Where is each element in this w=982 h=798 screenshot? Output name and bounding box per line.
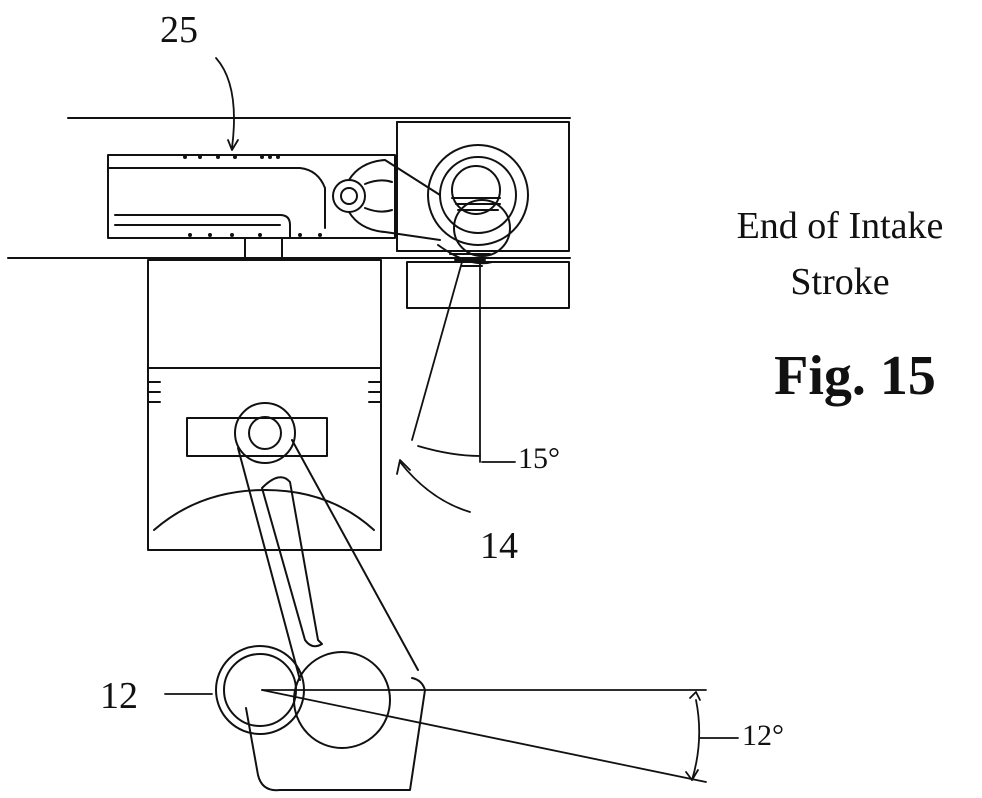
figure-label: Fig. 15 — [774, 345, 936, 407]
rotary-valve — [427, 144, 529, 267]
connecting-rod — [234, 402, 426, 792]
slide-dots — [183, 155, 322, 237]
angle-15-construction — [411, 261, 481, 463]
piston — [147, 259, 382, 551]
leader-lines — [164, 57, 739, 739]
caption-line-1: End of Intake — [737, 205, 944, 247]
caption-line-2: Stroke — [790, 261, 889, 303]
crank-eccentric — [215, 645, 391, 749]
ref-12-label: 12 — [100, 675, 138, 717]
angle-15-label: 15° — [518, 442, 560, 475]
intake-slide — [107, 154, 441, 259]
ref-14-label: 14 — [480, 525, 518, 567]
angle-12-label: 12° — [742, 719, 784, 752]
angle-12-construction — [261, 689, 707, 783]
ref-25-label: 25 — [160, 9, 198, 51]
